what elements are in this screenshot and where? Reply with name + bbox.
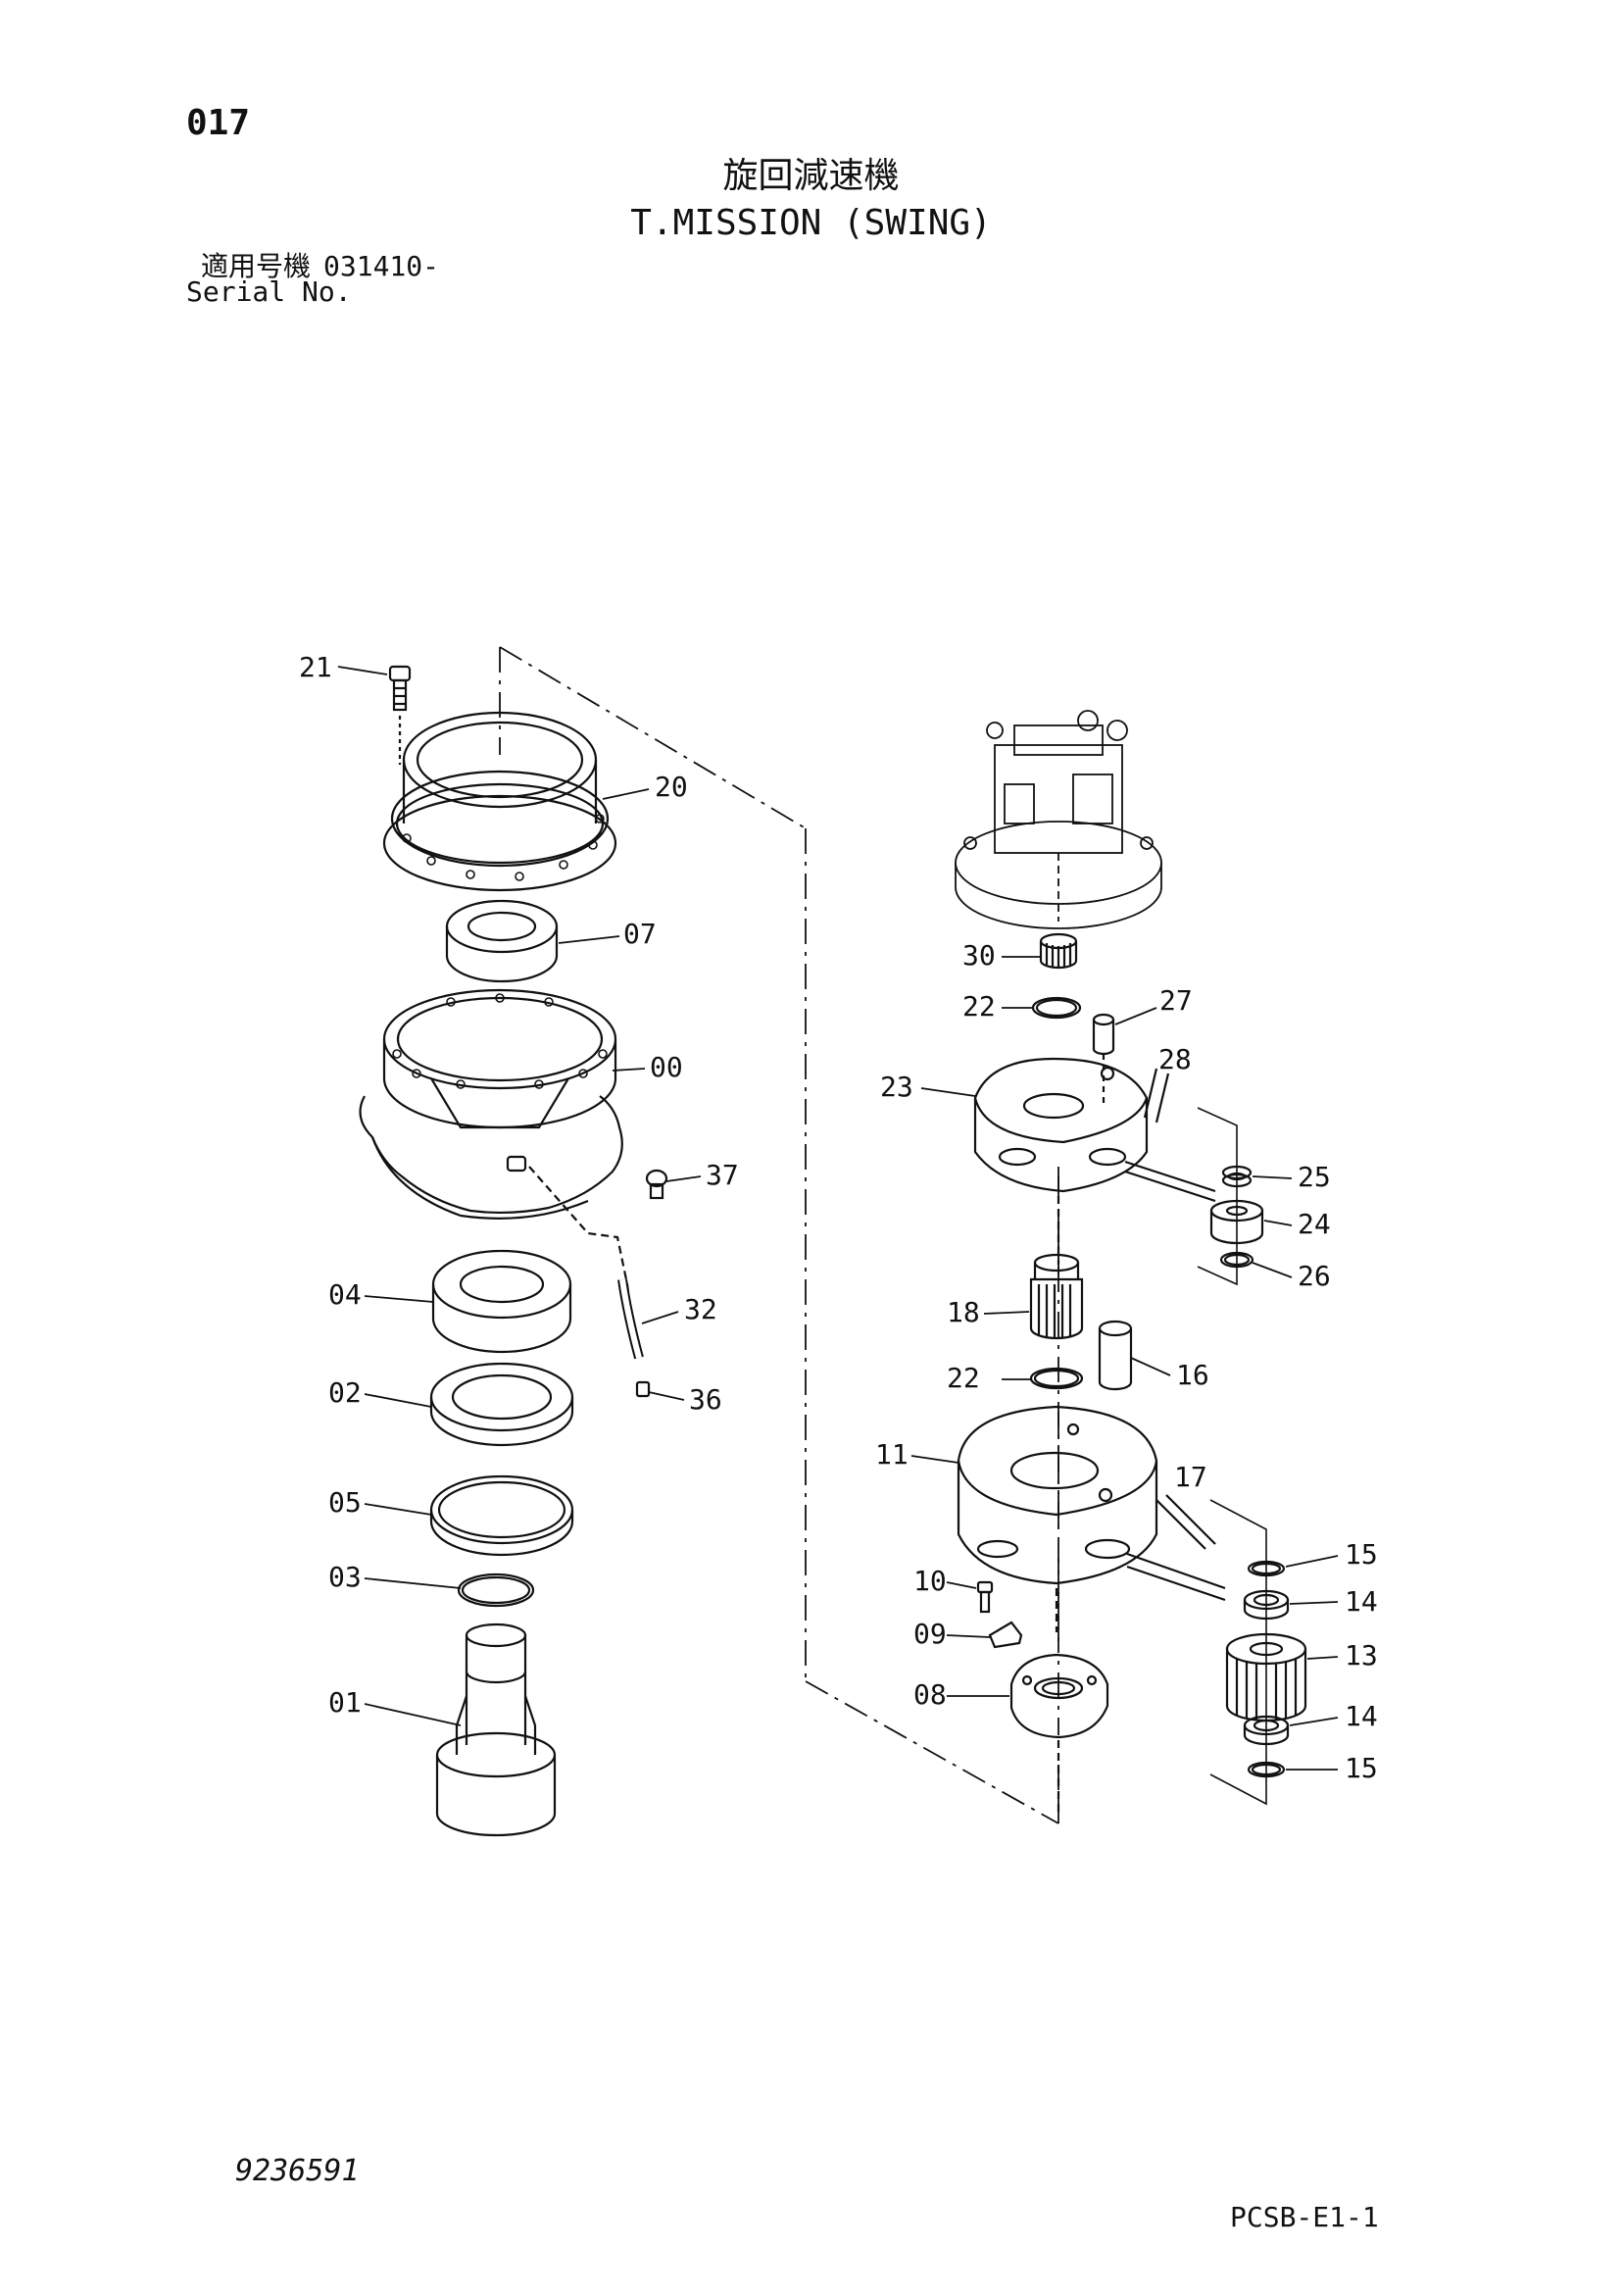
- serial-label-english: Serial No.: [186, 275, 352, 308]
- callout-13: 13: [1345, 1639, 1378, 1672]
- part-00-housing: [359, 988, 623, 1220]
- part-16-pin: [1098, 1320, 1133, 1391]
- part-18-sun-gear: [1029, 1253, 1084, 1340]
- callout-25: 25: [1298, 1161, 1331, 1193]
- callout-10: 10: [913, 1565, 947, 1597]
- callout-00: 00: [650, 1051, 683, 1083]
- callout-23: 23: [880, 1071, 913, 1103]
- callout-32: 32: [684, 1293, 717, 1325]
- callout-30: 30: [962, 939, 996, 972]
- part-22-ring-lower: [1029, 1367, 1084, 1390]
- part-13-planet-gear: [1225, 1632, 1307, 1722]
- part-32-pipe: [528, 1166, 644, 1360]
- callout-17: 17: [1174, 1461, 1207, 1493]
- callout-11: 11: [875, 1438, 909, 1471]
- part-21-bolt: [388, 665, 412, 765]
- part-01-shaft: [435, 1622, 557, 1837]
- callout-28: 28: [1158, 1043, 1192, 1075]
- callout-27: 27: [1159, 984, 1193, 1017]
- part-36-plug: [635, 1380, 651, 1398]
- callout-26: 26: [1298, 1260, 1331, 1292]
- callout-22-lower: 22: [947, 1362, 980, 1394]
- page-reference-code: PCSB-E1-1: [1230, 2201, 1379, 2233]
- callout-04: 04: [328, 1278, 362, 1311]
- part-swing-motor: [955, 710, 1162, 929]
- part-22-ring-upper: [1031, 996, 1082, 1020]
- part-04-bearing: [431, 1249, 572, 1354]
- part-28-shaft: [1143, 1068, 1170, 1123]
- part-03-o-ring: [457, 1572, 535, 1608]
- part-05-ring: [429, 1474, 574, 1557]
- callout-03: 03: [328, 1561, 362, 1593]
- part-30-gear: [1039, 932, 1078, 970]
- sub-assembly-bracket-lower: [1209, 1499, 1267, 1806]
- part-09-lock-plate: [988, 1621, 1023, 1649]
- callout-22-upper: 22: [962, 990, 996, 1023]
- callout-08: 08: [913, 1678, 947, 1711]
- part-37-plug: [645, 1169, 668, 1200]
- callout-02: 02: [328, 1376, 362, 1409]
- callout-07: 07: [623, 918, 657, 950]
- callout-09: 09: [913, 1618, 947, 1650]
- part-02-seal: [429, 1362, 574, 1447]
- serial-number: 031410-: [323, 250, 440, 282]
- assembly-boundary: [499, 646, 1059, 1824]
- part-11-carrier: [957, 1405, 1226, 1632]
- callout-20: 20: [655, 771, 688, 803]
- part-20-ring-gear: [382, 711, 617, 892]
- callout-24: 24: [1298, 1208, 1331, 1240]
- part-08-thrust-plate: [1009, 1653, 1109, 1814]
- callout-01: 01: [328, 1686, 362, 1719]
- part-07-bearing: [445, 899, 559, 983]
- callout-labels: 21 20 07 00 37 04 32 02 36 05 03 01 30 2…: [299, 651, 1378, 1784]
- callout-15-lower: 15: [1345, 1752, 1378, 1784]
- page-number: 017: [186, 103, 251, 143]
- title-japanese: 旋回減速機: [722, 156, 900, 196]
- callout-14-upper: 14: [1345, 1585, 1378, 1618]
- serial-label-japanese: 適用号機: [201, 250, 312, 282]
- callout-18: 18: [947, 1296, 980, 1328]
- callout-37: 37: [706, 1159, 739, 1191]
- callout-36: 36: [689, 1383, 722, 1416]
- callout-16: 16: [1176, 1359, 1209, 1391]
- part-23-carrier: [973, 1057, 1216, 1265]
- part-27-pin: [1092, 1013, 1115, 1108]
- callout-21: 21: [299, 651, 332, 683]
- callout-05: 05: [328, 1486, 362, 1519]
- document-code: 9236591: [235, 2154, 360, 2188]
- sub-assembly-bracket-upper: [1197, 1107, 1238, 1286]
- leader-lines: [337, 666, 1339, 1771]
- part-10-bolt: [976, 1580, 994, 1614]
- part-17-shaft: [1155, 1494, 1216, 1550]
- title-english: T.MISSION (SWING): [630, 203, 992, 243]
- callout-15-upper: 15: [1345, 1538, 1378, 1571]
- callout-14-lower: 14: [1345, 1700, 1378, 1732]
